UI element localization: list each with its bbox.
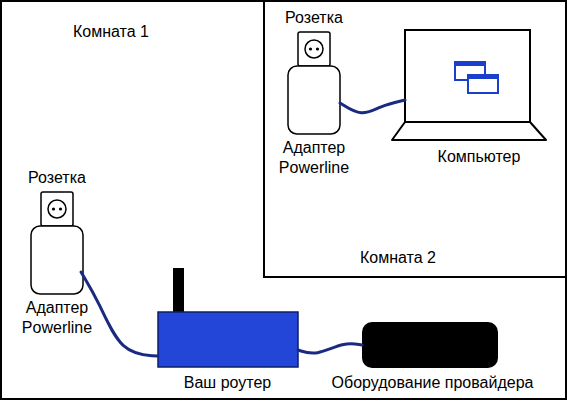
computer: Компьютер [390, 25, 550, 170]
outlet-pin [52, 207, 55, 210]
node-label: Адаптер Powerline [17, 298, 97, 338]
node-label: Адаптер Powerline [274, 138, 354, 178]
provider-box [362, 322, 498, 368]
network-cable [81, 272, 158, 356]
laptop-screen [405, 30, 530, 122]
node-label: Компьютер [399, 147, 559, 167]
node-label: Комната 1 [73, 22, 149, 42]
adapter-body [31, 226, 83, 294]
laptop-base [392, 122, 546, 140]
window-titlebar [455, 62, 485, 66]
node-label: Розетка [7, 168, 107, 188]
room-outline [264, 1, 566, 277]
outlet-pin [309, 47, 312, 50]
router-body [158, 312, 298, 367]
node-label: Оборудование провайдера [310, 373, 555, 393]
powerline-adapter: РозеткаАдаптер Powerline [23, 168, 91, 340]
room-box: Комната 2РозеткаАдаптер PowerlineКомпьют… [263, 0, 567, 278]
window-icon [468, 75, 498, 93]
outlet-pin [316, 47, 319, 50]
adapter-body [288, 66, 340, 134]
window-titlebar [468, 75, 498, 79]
network-cable [298, 344, 362, 353]
router-antenna [173, 268, 184, 314]
node-label: Комната 2 [360, 248, 436, 268]
network-cable [340, 100, 405, 113]
node-label: Ваш роутер [155, 373, 300, 393]
node-label: Розетка [264, 8, 364, 28]
outlet-face [48, 200, 66, 218]
outlet-symbol [41, 192, 73, 226]
outlet-pin [59, 207, 62, 210]
router: Ваш роутер [155, 268, 300, 393]
provider-equipment: Оборудование провайдера [310, 320, 555, 395]
outlet-face [305, 40, 323, 58]
powerline-adapter: РозеткаАдаптер Powerline [280, 8, 348, 180]
outlet-symbol [298, 32, 330, 66]
